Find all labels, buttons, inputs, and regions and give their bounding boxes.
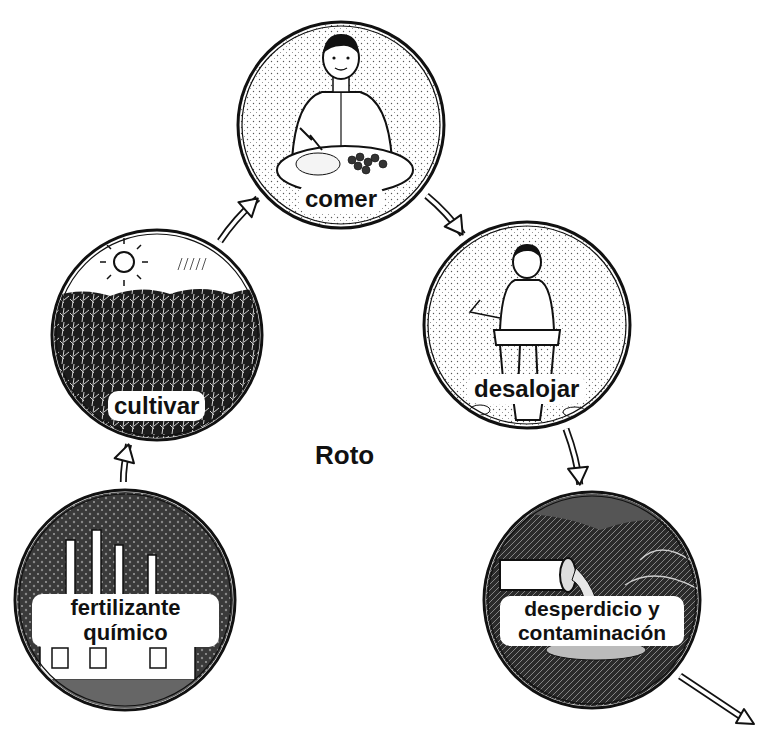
circle-ring-inner	[428, 226, 626, 424]
label-patch: comer	[299, 184, 383, 214]
cycle-circle: comer	[236, 20, 446, 230]
arrow-shaft-core	[220, 198, 258, 241]
cycle-circle: desperdicio y contaminación	[482, 490, 702, 710]
arrow-head	[445, 215, 463, 235]
circle-ring	[52, 230, 262, 440]
outflow-arrow	[680, 676, 754, 724]
circle-ring	[15, 490, 235, 710]
label-patch: cultivar	[108, 391, 205, 421]
step-label: comer	[305, 185, 377, 213]
arrow-head	[238, 198, 257, 217]
arrow-shaft-core	[427, 196, 463, 235]
circle-ring	[424, 222, 630, 428]
diagram-title: Roto	[311, 440, 378, 471]
toilet-scene	[422, 220, 632, 430]
arrow-head	[115, 444, 134, 463]
label-patch: fertilizante químico	[32, 594, 219, 647]
cornfield-scene	[50, 228, 264, 442]
pollution-scene	[482, 490, 702, 710]
circle-ring-inner	[19, 494, 231, 706]
cycle-circle: fertilizante químico	[13, 488, 237, 712]
step-label: cultivar	[114, 392, 199, 420]
step-label: desalojar	[474, 375, 579, 403]
step-label: desperdicio y contaminación	[506, 597, 678, 645]
cycle-arrow	[220, 198, 258, 241]
circle-ring-inner	[242, 26, 440, 224]
arrow-shaft	[427, 196, 463, 235]
label-patch: desalojar	[468, 374, 585, 404]
arrow-head	[568, 467, 588, 485]
cycle-circle: desalojar	[422, 220, 632, 430]
arrow-shaft	[220, 198, 258, 241]
cycle-arrow	[427, 196, 463, 235]
label-patch: desperdicio y contaminación	[500, 596, 684, 646]
circle-ring	[238, 22, 444, 228]
circle-ring-inner	[488, 496, 696, 704]
circle-ring	[484, 492, 700, 708]
factory-scene	[13, 488, 237, 720]
cycle-circle: cultivar	[50, 228, 264, 442]
step-label: fertilizante químico	[38, 595, 213, 646]
circle-ring-inner	[56, 234, 258, 436]
eating-scene	[236, 20, 446, 230]
